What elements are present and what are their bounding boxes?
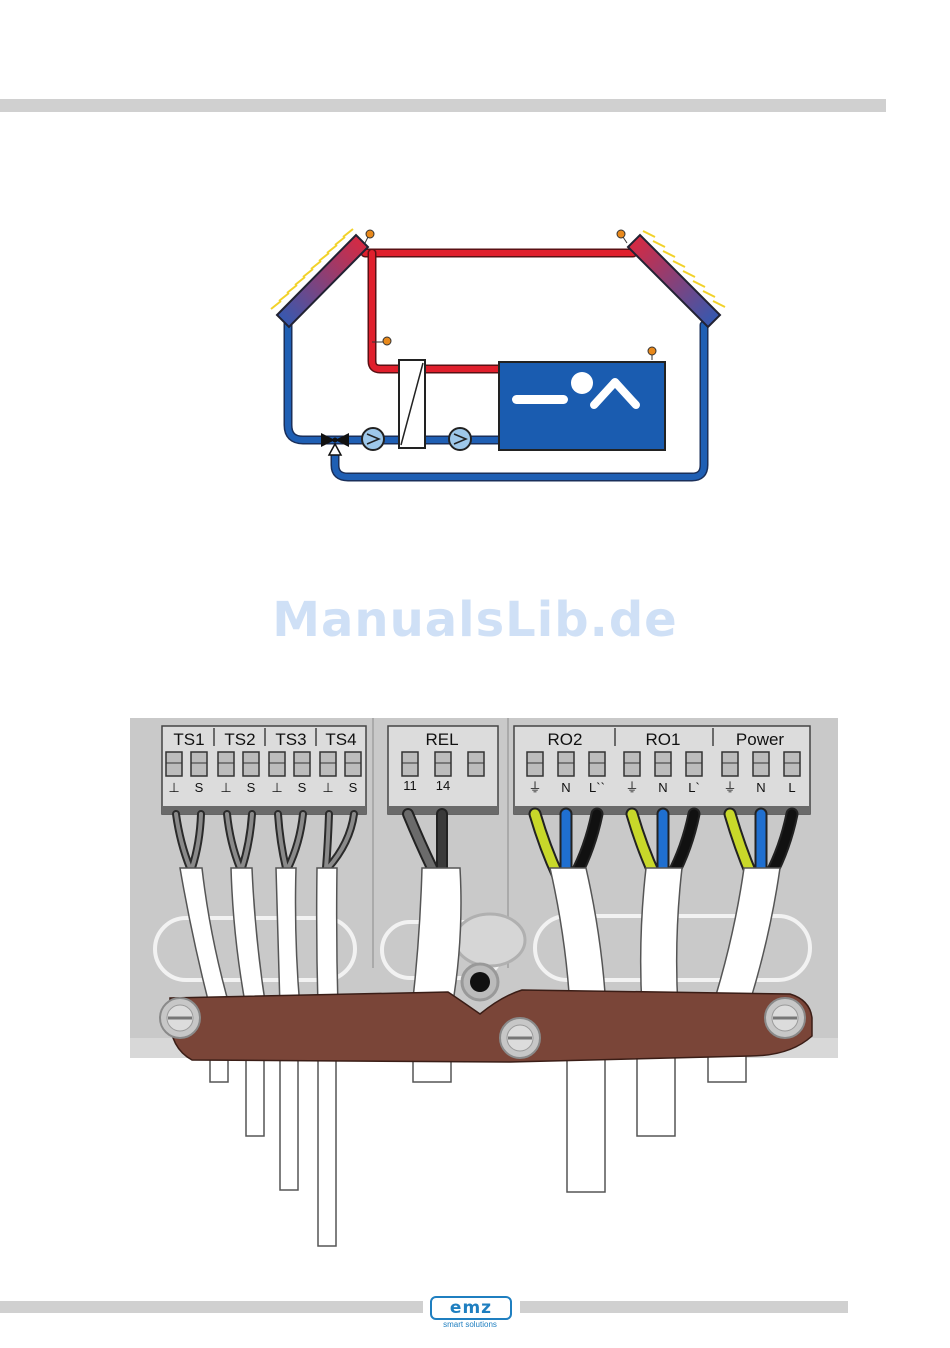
label-rel: REL [425,730,458,749]
pin-ro2-n: N [561,780,570,795]
pin-ro1-pe: ⏚ [625,780,638,795]
header-bar [0,99,886,112]
emz-logo: emz smart solutions [428,1294,514,1334]
pin-ts2-s: S [247,780,256,795]
label-ts4: TS4 [325,730,356,749]
sensor-collector-right [617,230,625,238]
collector-left [277,235,368,327]
logo-tagline: smart solutions [428,1320,512,1329]
pin-ts4-s: S [349,780,358,795]
solar-pool-schematic [255,215,735,505]
pin-ro2-l: L`` [589,780,605,795]
label-ts1: TS1 [173,730,204,749]
terminal-wiring-diagram: TS1 TS2 TS3 TS4 REL RO2 RO1 Power ⊥ S ⊥ … [130,718,840,1248]
pin-ro2-pe: ⏚ [528,780,541,795]
pin-power-n: N [756,780,765,795]
label-ro2: RO2 [548,730,583,749]
pin-rel-14: 14 [436,778,450,793]
pin-ro1-n: N [658,780,667,795]
label-ts3: TS3 [275,730,306,749]
label-power: Power [736,730,785,749]
pin-ts3-s: S [298,780,307,795]
pin-rel-11: 11 [403,778,417,793]
watermark: ManualsLib.de [0,592,950,648]
pin-ts1-s: S [195,780,204,795]
pin-power-pe: ⏚ [723,780,736,795]
pin-ts1-gnd: ⊥ [168,780,179,795]
sensor-pool [648,347,656,355]
collector-right [628,235,720,327]
sensor-collector-left [366,230,374,238]
pin-ts3-gnd: ⊥ [271,780,282,795]
pin-ts2-gnd: ⊥ [220,780,231,795]
label-ts2: TS2 [224,730,255,749]
footer-bar-left [0,1301,423,1313]
label-ro1: RO1 [646,730,681,749]
sensor-flow [383,337,391,345]
pin-ts4-gnd: ⊥ [322,780,333,795]
logo-wordmark: emz [430,1296,512,1320]
pin-power-l: L [788,780,795,795]
footer-bar-right [520,1301,848,1313]
pin-ro1-l: L` [688,780,700,795]
